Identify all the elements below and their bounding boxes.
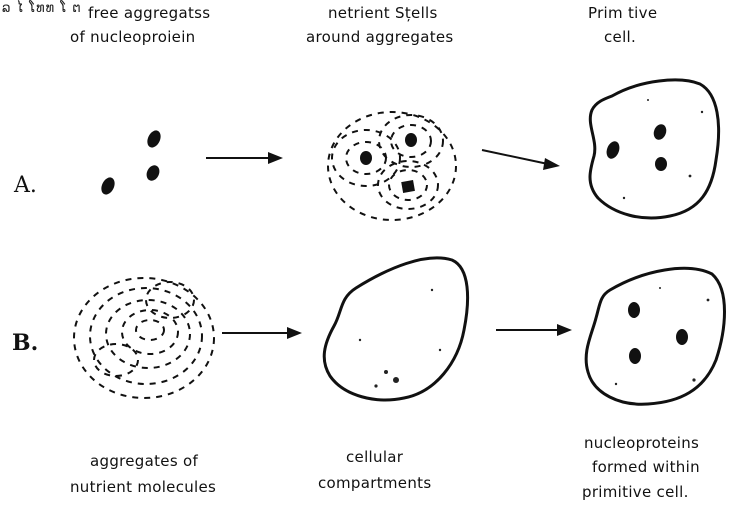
nutrient-aggregates [74, 278, 214, 398]
column1-heading-line2: of nucleoproiein [70, 28, 195, 46]
caption-b2-line1: cellular [346, 448, 404, 466]
header-partial-text: ລ ໄ ໂທທ ໂ ຕ [2, 0, 82, 16]
column2-heading-line2: around aggregates [306, 28, 454, 46]
nucleus-dot [144, 163, 162, 183]
primitive-cell-with-nucleoproteins [586, 268, 724, 404]
column1-heading-line1: free aggregatss [88, 4, 210, 22]
nucleus-dot [145, 128, 163, 149]
row-b-label: B. [12, 330, 38, 356]
nucleus-dot [676, 329, 688, 345]
caption-b3-line1: nucleoproteins [584, 434, 699, 452]
nucleus-dot [401, 180, 415, 193]
nutrient-shells [328, 112, 456, 220]
caption-b2-line2: compartments [318, 474, 431, 492]
column3-heading-line1: Prim tive [588, 4, 657, 22]
nucleus-dot [405, 133, 417, 147]
cellular-compartment [324, 258, 467, 400]
caption-b1-line1: aggregates of [90, 452, 198, 470]
nucleus-dot [628, 302, 640, 318]
arrow-icon [482, 150, 560, 170]
caption-b3-line2: formed within [592, 458, 700, 476]
arrow-icon [206, 152, 283, 164]
nucleus-dot [99, 175, 117, 196]
column2-heading-line1: netrient Sțells [328, 4, 438, 22]
row-a-label: A. [13, 173, 37, 198]
arrow-icon [222, 327, 302, 339]
primitive-cell [590, 80, 719, 218]
column3-heading-line2: cell. [604, 28, 636, 46]
nucleus-dot [360, 151, 372, 165]
nucleus-dot [629, 348, 641, 364]
caption-b3-line3: primitive cell. [582, 483, 689, 501]
nucleus-dot [655, 157, 667, 171]
arrow-icon [496, 324, 572, 336]
free-aggregates [99, 128, 163, 196]
caption-b1-line2: nutrient molecules [70, 478, 216, 496]
